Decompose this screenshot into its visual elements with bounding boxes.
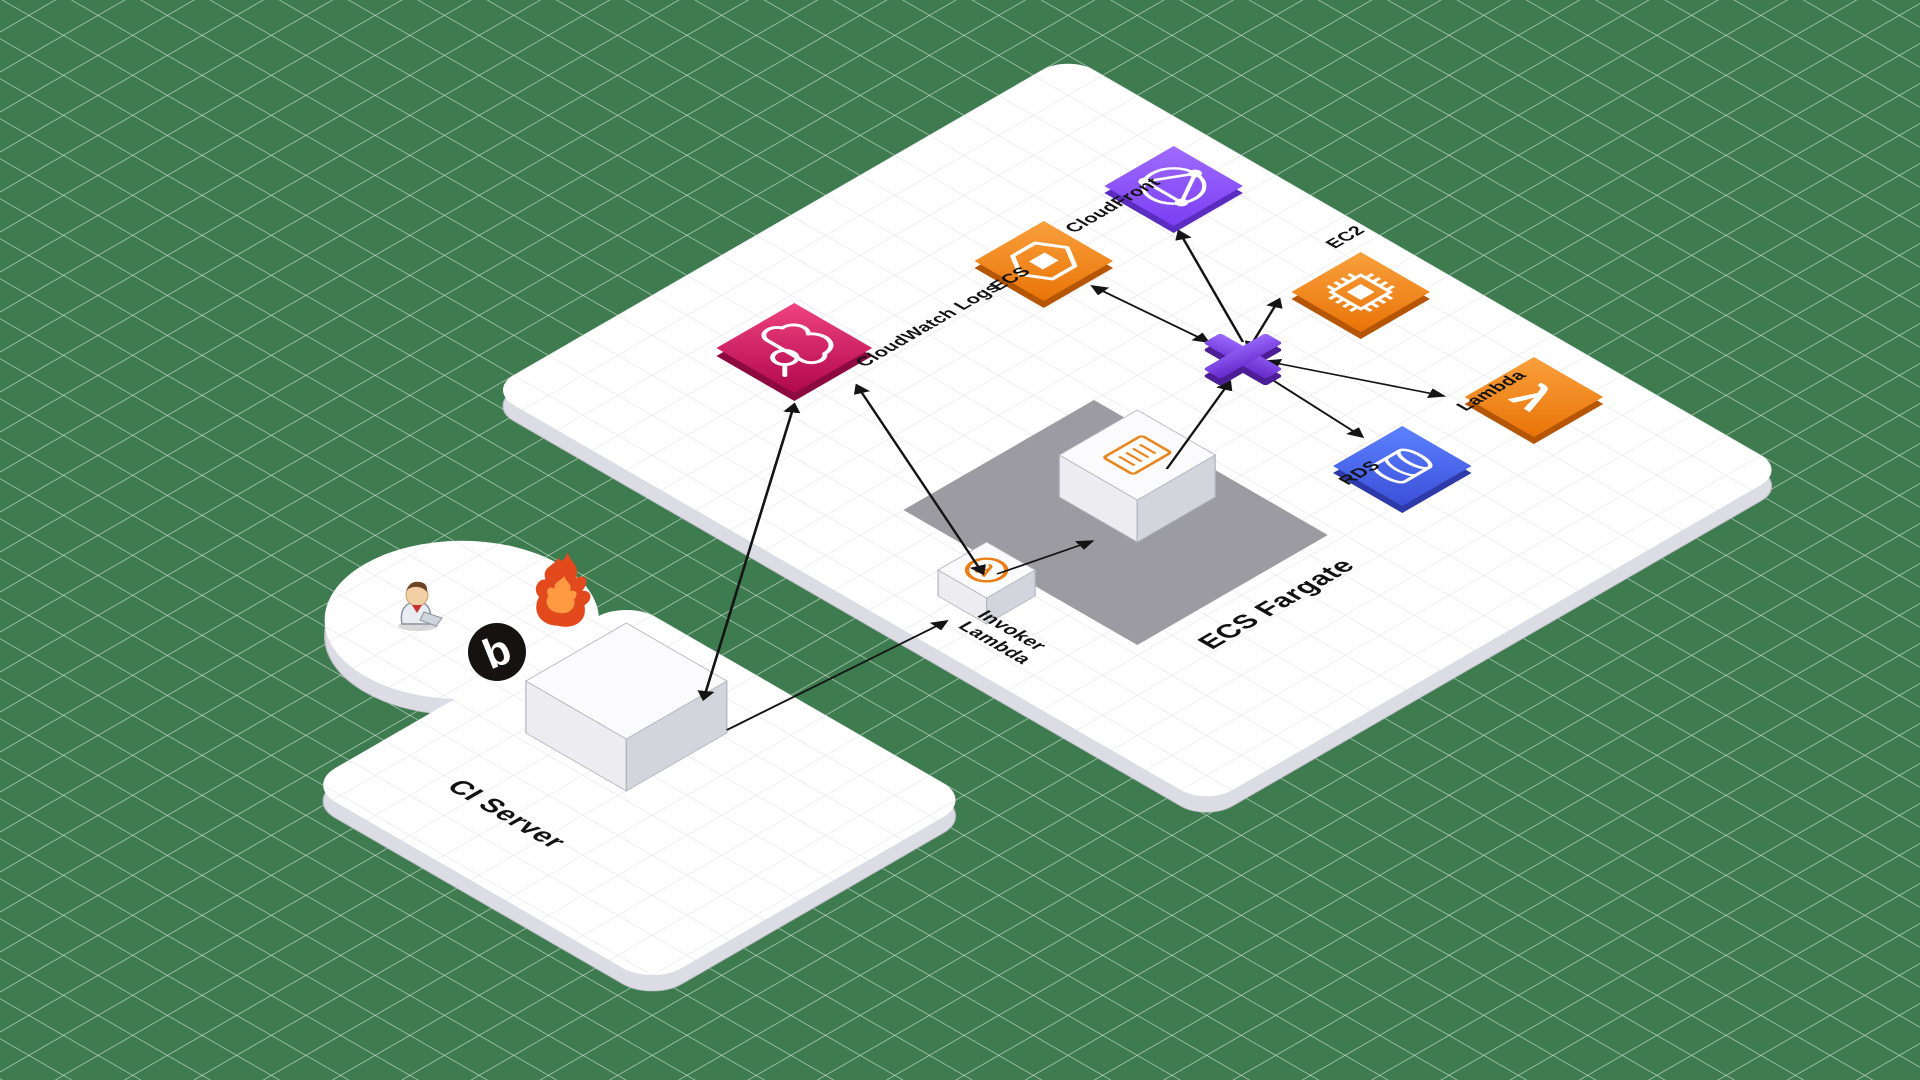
cloudwatch-logs-icon	[761, 323, 834, 377]
flame-logo	[535, 552, 591, 627]
ci-platform	[322, 540, 957, 992]
arrow-invoker-fargate	[996, 540, 1095, 575]
b-logo: b	[468, 623, 526, 681]
document-icon	[1103, 435, 1172, 475]
arrow-cloudwatch-ci	[697, 402, 801, 701]
purple-hub	[1204, 333, 1282, 386]
ecs-icon	[1010, 241, 1078, 281]
rds-icon	[1372, 448, 1433, 484]
arrow-hub-rds	[1255, 369, 1365, 439]
ec2-icon	[1326, 273, 1396, 312]
ci-server-box	[525, 622, 728, 792]
ecs-tile	[974, 221, 1114, 308]
connection-arrows	[697, 229, 1447, 731]
iso-scene: λ	[322, 63, 1773, 992]
arrow-cloudwatch-invoker	[853, 383, 986, 576]
arrow-ci-invoker	[725, 620, 949, 731]
fargate-task-box	[1058, 409, 1217, 543]
jenkins-mascot	[398, 581, 443, 631]
arrow-hub-cloudfront	[1175, 229, 1245, 343]
arrow-hub-ecs	[1090, 285, 1211, 343]
arrow-fargate-hub	[1165, 380, 1233, 470]
cloudfront-icon	[1138, 167, 1207, 207]
